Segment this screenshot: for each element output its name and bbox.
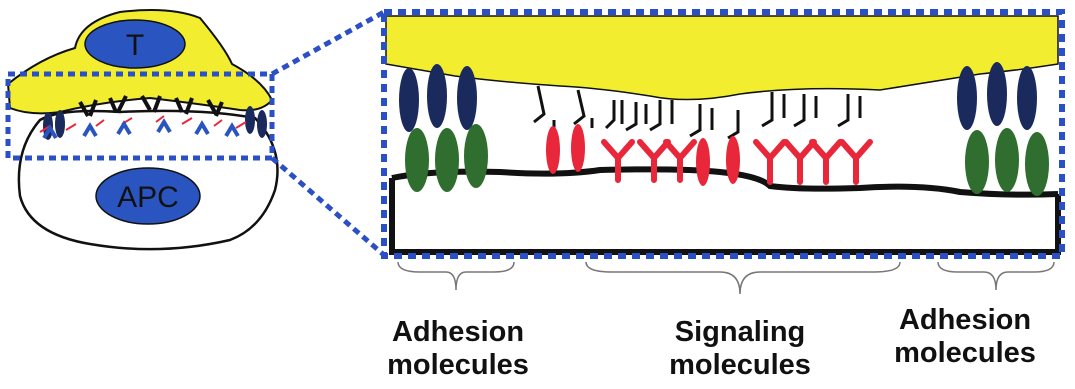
caption-adhesion-right: Adhesion molecules: [855, 304, 1075, 370]
zoom-panel: [384, 12, 1062, 256]
overview-panel: T APC: [8, 10, 278, 249]
signaling-ovals: [546, 124, 740, 186]
bracket-adhesion-left: [398, 262, 514, 290]
zoom-line-bottom: [272, 158, 384, 255]
caption-adhesion-left: Adhesion molecules: [348, 316, 568, 382]
adhesion-group-left: [399, 64, 488, 192]
apc-membrane: [392, 169, 1058, 194]
caption-adhesion-left-line2: molecules: [348, 349, 568, 382]
bracket-adhesion-right: [938, 262, 1054, 290]
t-cell-membrane: [386, 16, 1058, 100]
caption-adhesion-right-line2: molecules: [855, 337, 1075, 370]
zoom-line-top: [272, 12, 384, 74]
t-cell-label: T: [126, 29, 144, 62]
caption-adhesion-right-line1: Adhesion: [855, 304, 1075, 337]
bracket-signaling: [586, 262, 900, 294]
caption-signaling-line2: molecules: [630, 349, 850, 382]
apc-label: APC: [117, 181, 179, 214]
group-brackets: [398, 262, 1054, 294]
caption-signaling-line1: Signaling: [630, 316, 850, 349]
caption-adhesion-left-line1: Adhesion: [348, 316, 568, 349]
caption-signaling: Signaling molecules: [630, 316, 850, 382]
adhesion-group-right: [957, 62, 1049, 196]
